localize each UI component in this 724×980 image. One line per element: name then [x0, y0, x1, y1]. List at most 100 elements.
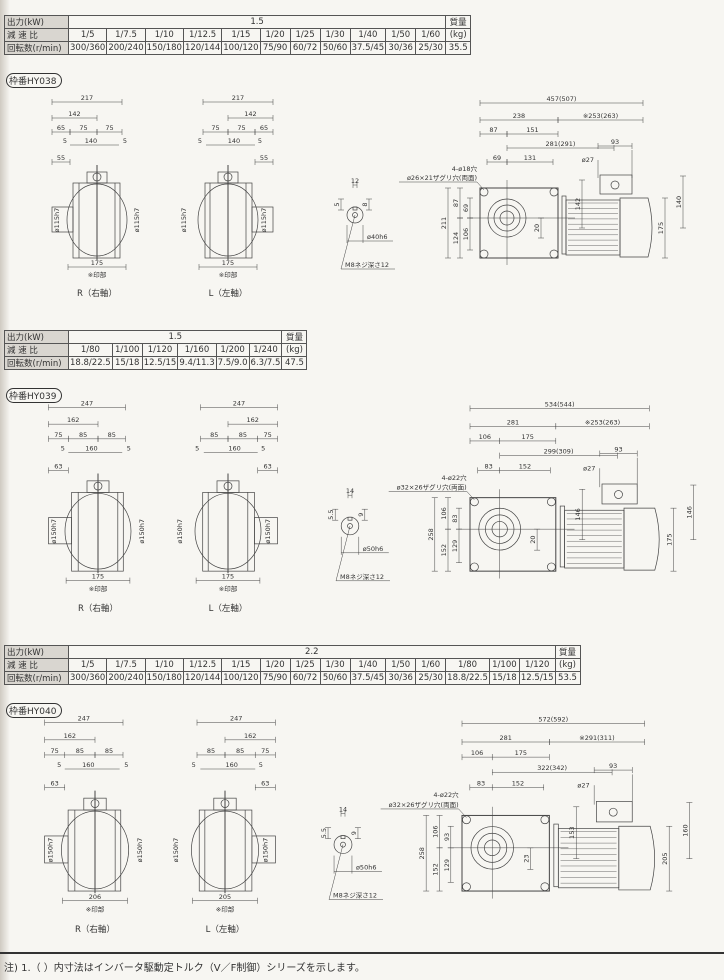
dimension-label: 85	[79, 431, 87, 439]
keyway	[340, 835, 346, 839]
dimension-label: 160	[226, 761, 238, 769]
speed-cell: 12.5/15	[141, 356, 179, 370]
ratio-cell: 1/25	[289, 658, 321, 672]
side-view-left-shaft: 2171426575755140555ø115h7ø115h7175※印部L（左…	[180, 94, 274, 299]
ratio-cell: 1/60	[415, 28, 447, 42]
dimension-label: 85	[210, 431, 218, 439]
dimension-label: 205	[661, 852, 669, 864]
side-view-left-shaft: 2471627585855160563ø150h7ø150h7175※印部L（左…	[176, 399, 278, 614]
dimension-label: 75	[211, 124, 219, 132]
dimension-label: ø150h7	[172, 838, 180, 863]
mass-value: 35.5	[445, 41, 472, 55]
cable-entry	[608, 807, 618, 817]
speed-cell: 15/18	[111, 356, 143, 370]
cable-entry	[614, 490, 623, 499]
dimension-label: 152	[440, 544, 448, 556]
terminal-box	[601, 483, 638, 505]
dimension-label: 75	[54, 431, 62, 439]
dimension-label: 5	[123, 137, 127, 145]
dimension-label: 87	[452, 199, 460, 207]
dimension-label: 140	[675, 196, 683, 208]
dimension-label: 146	[574, 508, 582, 520]
ratio-cell: 1/10	[144, 28, 184, 42]
tap-hole	[340, 841, 346, 848]
dimension-label: 140	[228, 137, 240, 145]
dimension-label: 5	[333, 202, 341, 206]
ratio-cell: 1/20	[259, 658, 291, 672]
dimension-label: 175	[515, 749, 527, 757]
ratio-label: 減 速 比	[4, 658, 69, 672]
speed-cell: 25/30	[415, 671, 447, 685]
footer-note: 注) 1.（ ）内寸法はインバータ駆動定トルク（V／F制御）シリーズを示します。	[4, 963, 365, 974]
dimension-label: 4-ø22穴	[433, 790, 459, 799]
speed-cell: 200/240	[106, 41, 146, 55]
dimension-label: 457(507)	[547, 95, 577, 103]
mass-label: 質量	[554, 645, 581, 659]
speed-cell: 100/120	[221, 671, 261, 685]
keyway	[352, 206, 358, 211]
dimension-label: 85	[239, 431, 247, 439]
dimension-label: 106	[462, 228, 470, 240]
dimension-label: 572(592)	[538, 716, 568, 724]
speed-cell: 37.5/45	[349, 671, 387, 685]
dimension-label: 175	[91, 259, 103, 267]
dimension-label: 131	[524, 154, 536, 162]
speed-cell: 100/120	[221, 41, 261, 55]
dimension-label: ø150h7	[50, 519, 58, 544]
cable-entry	[610, 180, 620, 190]
dimension-label: 5	[61, 444, 65, 452]
dimension-label: 247	[233, 399, 245, 407]
dimension-label: 12	[351, 177, 359, 185]
output-shaft	[251, 835, 276, 864]
dimension-label: 175	[92, 573, 104, 581]
frame-number-label: 枠番HY038	[6, 73, 63, 88]
dimension-label: ø150h7	[264, 519, 272, 544]
output-shaft	[51, 206, 74, 233]
binder-shadow	[0, 0, 10, 980]
motor-end-cap	[623, 507, 660, 571]
mounting-hole	[462, 815, 471, 825]
dimension-label: 175	[522, 433, 534, 441]
dimension-label: 205	[219, 893, 231, 901]
ratio-cell: 1/5	[67, 28, 108, 42]
dimension-label: 63	[263, 462, 271, 470]
dimension-label: ø150h7	[176, 519, 184, 544]
motor-end-cap	[618, 825, 655, 891]
dimension-label: 152	[512, 779, 524, 787]
output-shaft	[48, 517, 72, 545]
dimension-label: ø32×26ザグリ穴(両面)	[397, 482, 467, 491]
dimension-label: 281	[499, 734, 511, 742]
dimension-label: ø115h7	[133, 208, 141, 233]
dimension-label: ※印部	[219, 584, 238, 593]
dimension-label: ※印部	[216, 905, 235, 914]
speed-cell: 30/36	[385, 671, 417, 685]
mass-value: 53.5	[554, 671, 581, 685]
dimension-label: M8ネジ深さ12	[345, 260, 389, 269]
speed-cell: 300/360	[67, 41, 108, 55]
ratio-cell: 1/100	[111, 343, 143, 357]
dimension-label: 65	[260, 124, 268, 132]
dimension-label: 93	[614, 446, 622, 454]
dimension-label: 258	[418, 847, 426, 859]
motor-flange	[561, 195, 567, 255]
dimension-label: 9	[357, 513, 365, 517]
dimension-label: ø150h7	[138, 519, 146, 544]
dimension-label: 247	[230, 715, 242, 723]
dimension-label: ø27	[577, 781, 589, 789]
ratio-cell: 1/40	[349, 28, 387, 42]
dimension-label: 247	[81, 399, 93, 407]
speed-cell: 6.3/7.5	[248, 356, 283, 370]
dimension-label: 238	[513, 112, 525, 120]
dimension-label: 175	[222, 573, 234, 581]
output-label: 出力(kW)	[4, 645, 69, 659]
dimension-label: 160	[228, 444, 240, 452]
dimension-label: 75	[261, 747, 269, 755]
speed-cell: 60/72	[289, 41, 321, 55]
